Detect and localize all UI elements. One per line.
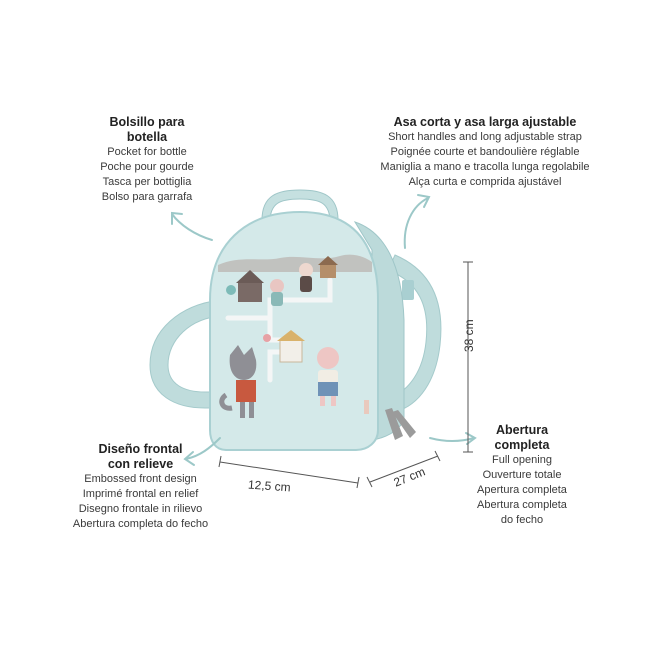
arrow-bottle-head xyxy=(171,211,183,225)
callout-front-design: Diseño frontal con relieve Embossed fron… xyxy=(58,442,223,532)
callout-line: Ouverture totale xyxy=(482,469,562,481)
pig-top-left xyxy=(270,279,284,306)
callout-line: Short handles and long adjustable strap xyxy=(388,131,582,143)
bag-front xyxy=(209,210,379,451)
callout-line: Abertura completa do fecho xyxy=(72,518,209,530)
wolf xyxy=(219,345,257,418)
callout-title: Asa corta y asa larga ajustable xyxy=(393,115,577,129)
width-dimension-label: 12,5 cm xyxy=(247,477,292,495)
callout-title: Bolsillo para xyxy=(109,115,185,129)
callout-line: Pocket for bottle xyxy=(107,146,187,158)
callout-opening: Abertura completa Full opening Ouverture… xyxy=(462,423,582,528)
callout-line: Full opening xyxy=(492,454,552,466)
house-center xyxy=(279,339,303,363)
callout-title: Diseño frontal xyxy=(98,442,183,456)
arrow-opening-head xyxy=(465,432,477,445)
zipper-pull xyxy=(385,408,416,440)
callout-title: completa xyxy=(494,438,550,452)
callout-line: Disegno frontale in rilievo xyxy=(78,503,203,515)
callout-line: Maniglia a mano e tracolla lunga regolab… xyxy=(380,161,590,173)
callout-title: con relieve xyxy=(107,457,174,471)
callout-line: Abertura completa xyxy=(477,499,567,511)
callout-line: Embossed front design xyxy=(84,473,197,485)
strap-buckle xyxy=(402,280,414,300)
callout-bottle-pocket: Bolsillo para botella Pocket for bottle … xyxy=(72,115,222,205)
callout-handles: Asa corta y asa larga ajustable Short ha… xyxy=(360,115,610,190)
callout-line: Apertura completa xyxy=(477,484,567,496)
callout-line: Poignée courte et bandoulière réglable xyxy=(390,146,580,158)
pig-top-right xyxy=(299,263,313,292)
width-dim-line xyxy=(219,461,359,484)
arrow-opening xyxy=(429,437,475,442)
bag-side xyxy=(353,221,405,441)
depth-dim-line xyxy=(369,455,439,483)
pig-right xyxy=(317,347,339,406)
callout-line: Poche pour gourde xyxy=(100,161,194,173)
callout-line: Tasca per bottiglia xyxy=(102,176,192,188)
height-dimension-label: 38 cm xyxy=(462,319,476,352)
house-right xyxy=(320,264,336,278)
arrow-handles-head xyxy=(417,194,431,208)
callout-line: Alça curta e comprida ajustável xyxy=(408,176,562,188)
balloon xyxy=(263,334,271,342)
label-tag xyxy=(364,400,369,414)
tree xyxy=(226,285,236,295)
house-left-roof xyxy=(236,270,264,283)
house-left xyxy=(238,282,262,302)
callout-title: botella xyxy=(126,130,168,144)
arrow-bottle xyxy=(171,213,213,241)
callout-line: Imprimé frontal en relief xyxy=(82,488,199,500)
callout-line: do fecho xyxy=(500,514,544,526)
arrow-front-head xyxy=(183,451,195,466)
callout-title: Abertura xyxy=(495,423,549,437)
arrow-front xyxy=(185,437,221,460)
callout-line: Bolso para garrafa xyxy=(101,191,193,203)
arrow-handles xyxy=(403,197,429,249)
